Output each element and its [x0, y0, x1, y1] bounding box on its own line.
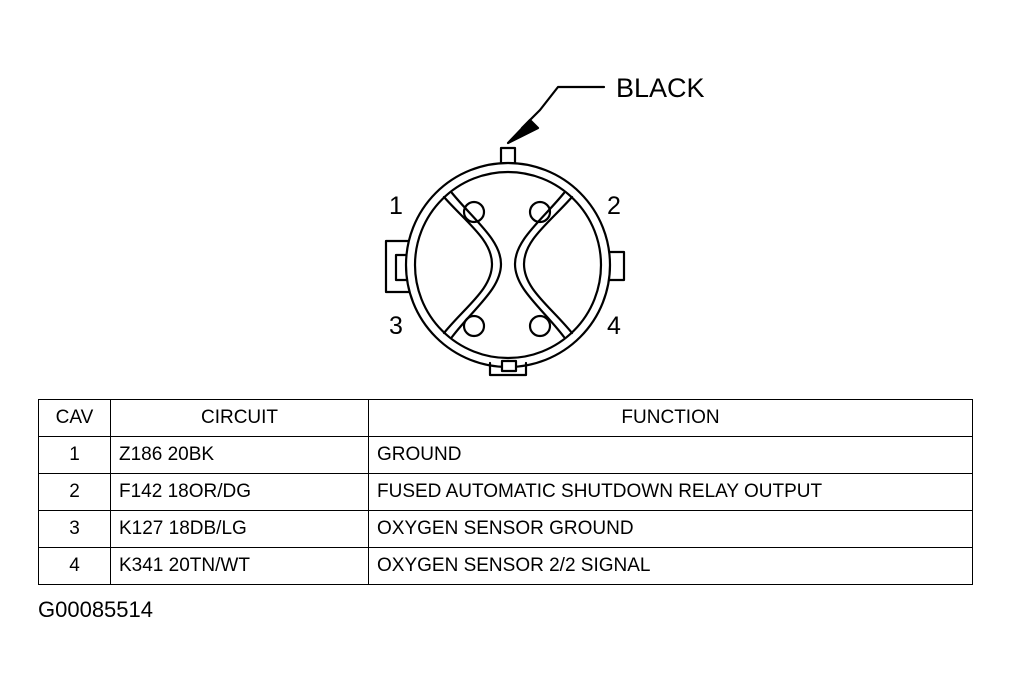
cav-cell: 2: [38, 473, 111, 511]
cavity-1-pin: [462, 200, 486, 224]
right-divider-inner: [513, 191, 566, 339]
left-lock-tab: [384, 239, 414, 294]
connector-inner-shell: [413, 170, 603, 360]
circuit-cell: F142 18OR/DG: [110, 473, 369, 511]
connector-outer-shell: [404, 161, 612, 369]
function-cell: OXYGEN SENSOR 2/2 SIGNAL: [368, 547, 973, 585]
function-cell: OXYGEN SENSOR GROUND: [368, 510, 973, 548]
right-divider-outer: [522, 195, 574, 335]
bottom-latch: [488, 361, 528, 377]
function-cell: FUSED AUTOMATIC SHUTDOWN RELAY OUTPUT: [368, 473, 973, 511]
cav-cell: 3: [38, 510, 111, 548]
cavity-label-3: 3: [389, 312, 403, 340]
cav-cell: 1: [38, 436, 111, 474]
cavity-2-pin: [528, 200, 552, 224]
left-divider-outer: [442, 195, 494, 335]
connector-color-label: BLACK: [616, 73, 705, 103]
table-row: 3 K127 18DB/LG OXYGEN SENSOR GROUND: [38, 510, 973, 548]
cavity-4-pin: [528, 314, 552, 338]
connector-diagram: BLACK 1 2 3 4: [384, 73, 705, 377]
header-circuit: CIRCUIT: [110, 399, 369, 437]
cavity-label-4: 4: [607, 312, 621, 340]
circuit-cell: K127 18DB/LG: [110, 510, 369, 548]
cavity-label-1: 1: [389, 192, 403, 220]
header-cav: CAV: [38, 399, 111, 437]
function-cell: GROUND: [368, 436, 973, 474]
bottom-latch-tab: [500, 359, 518, 373]
table-row: 2 F142 18OR/DG FUSED AUTOMATIC SHUTDOWN …: [38, 473, 973, 511]
table-row: 4 K341 20TN/WT OXYGEN SENSOR 2/2 SIGNAL: [38, 547, 973, 585]
table-row: 1 Z186 20BK GROUND: [38, 436, 973, 474]
leader-line: [520, 85, 606, 130]
pinout-table: CAV CIRCUIT FUNCTION 1 Z186 20BK GROUND …: [38, 399, 973, 585]
figure-id: G00085514: [38, 597, 153, 622]
left-divider-inner: [450, 191, 503, 339]
right-tab: [606, 250, 626, 282]
circuit-cell: K341 20TN/WT: [110, 547, 369, 585]
header-function: FUNCTION: [368, 399, 973, 437]
table-header-row: CAV CIRCUIT FUNCTION: [38, 399, 973, 437]
circuit-cell: Z186 20BK: [110, 436, 369, 474]
cav-cell: 4: [38, 547, 111, 585]
cavity-3-pin: [462, 314, 486, 338]
cavity-label-2: 2: [607, 192, 621, 220]
leader-arrowhead: [506, 118, 540, 145]
